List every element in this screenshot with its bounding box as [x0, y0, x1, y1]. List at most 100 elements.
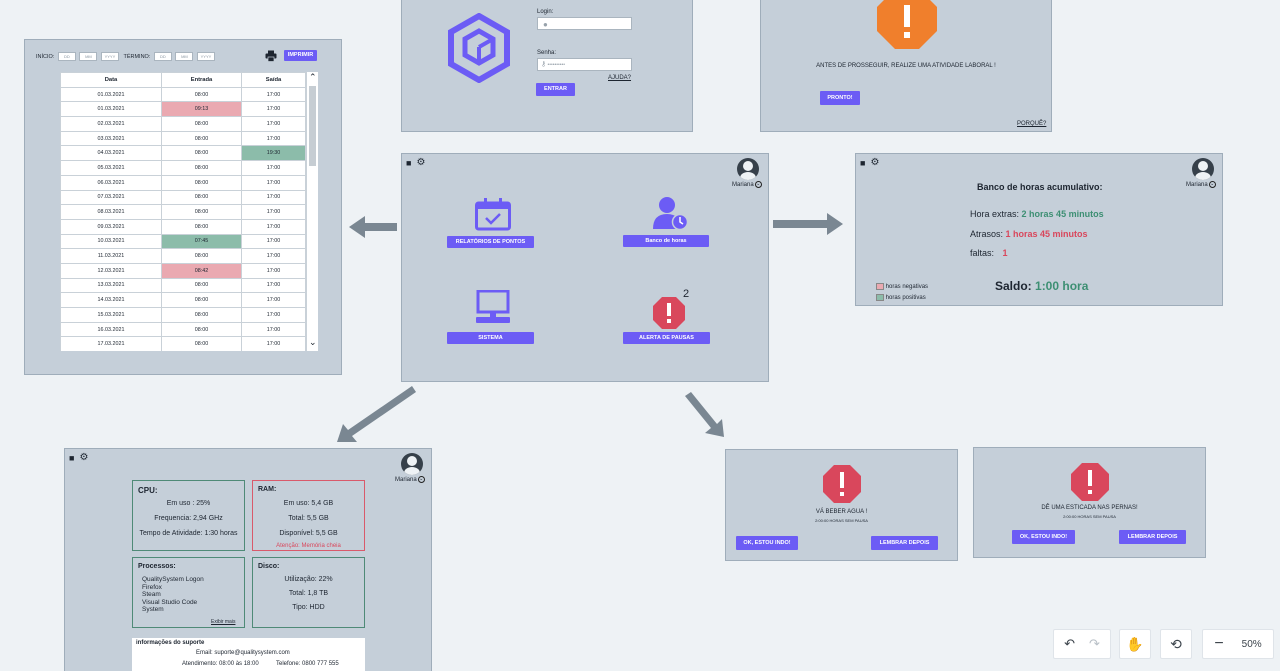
cell-entry: 08:00	[161, 307, 242, 323]
zoom-level[interactable]: 50%	[1241, 638, 1262, 650]
print-button[interactable]: IMPRIMIR	[284, 50, 317, 61]
legend-negative-label: horas negativas	[885, 284, 929, 290]
avatar[interactable]	[401, 453, 423, 475]
avatar[interactable]	[737, 158, 759, 180]
cell-entry: 08:00	[161, 174, 242, 191]
scroll-thumb[interactable]	[309, 86, 316, 166]
processes-title: Processos:	[138, 563, 176, 570]
folder-icon[interactable]: ■	[69, 453, 75, 463]
avatar[interactable]	[1192, 158, 1214, 180]
water-later-button[interactable]: LEMBRAR DEPOIS	[871, 536, 938, 550]
login-field[interactable]: ●	[537, 17, 632, 30]
table-scrollbar[interactable]: ⌃ ⌄	[306, 72, 318, 351]
late-hours-row: Atrasos: 1 horas 45 minutos	[970, 229, 1088, 239]
stretch-later-button[interactable]: LEMBRAR DEPOIS	[1119, 530, 1186, 544]
user-menu[interactable]: Mariana⌄	[395, 476, 425, 483]
login-label: Login:	[537, 9, 554, 15]
chevron-down-icon[interactable]: ⌄	[417, 476, 425, 483]
cpu-title: CPU:	[138, 486, 158, 495]
ready-button[interactable]: PRONTO!	[820, 91, 860, 105]
water-sub: 2:00:00 HORAS SEM PAUSA	[815, 518, 868, 523]
show-more-link[interactable]: Exibir mais	[211, 619, 236, 625]
header-exit: Saída	[241, 72, 306, 88]
start-year-field[interactable]: YYYY	[100, 52, 119, 61]
undo-redo-group: ↶ ↷	[1053, 629, 1111, 659]
user-menu[interactable]: Mariana⌄	[1186, 181, 1216, 188]
printer-icon[interactable]	[265, 50, 277, 62]
support-title: informações do suporte	[136, 640, 205, 646]
chevron-down-icon[interactable]: ⌄	[754, 181, 762, 188]
system-button[interactable]: SISTEMA	[447, 332, 534, 344]
ram-panel: RAM: Em uso: 5,4 GB Total: 5,5 GB Dispon…	[252, 480, 365, 551]
user-menu[interactable]: Mariana⌄	[732, 181, 762, 188]
ram-usage: Em uso: 5,4 GB	[283, 500, 334, 507]
scroll-up-icon[interactable]: ⌃	[309, 72, 317, 82]
start-day-field[interactable]: DD	[57, 52, 76, 61]
gear-icon[interactable]: ⚙	[79, 452, 89, 463]
cell-exit: 17:00	[241, 204, 306, 220]
start-month-field[interactable]: MM	[79, 52, 98, 61]
water-message: VÁ BEBER AGUA !	[815, 509, 868, 515]
cell-exit: 17:00	[241, 130, 306, 147]
late-hours-label: Atrasos:	[970, 229, 1004, 239]
cell-exit: 17:00	[241, 336, 306, 351]
stretch-sub: 2:00:00 HORAS SEM PAUSA	[1063, 514, 1116, 519]
hand-tool-button[interactable]: ✋	[1119, 629, 1151, 659]
gear-icon[interactable]: ⚙	[416, 157, 426, 168]
end-day-field[interactable]: DD	[153, 52, 172, 61]
folder-icon[interactable]: ■	[406, 158, 412, 168]
enter-button[interactable]: ENTRAR	[536, 83, 575, 96]
redo-icon[interactable]: ↷	[1089, 636, 1100, 651]
hours-bank-button[interactable]: Banco de horas	[623, 235, 709, 247]
water-ok-button[interactable]: OK, ESTOU INDO!	[736, 536, 798, 550]
end-month-field[interactable]: MM	[175, 52, 194, 61]
legend-negative: horas negativas	[876, 282, 928, 293]
zoom-out-icon[interactable]: −	[1214, 635, 1224, 652]
legend-positive: horas positivas	[876, 293, 928, 304]
undo-icon[interactable]: ↶	[1064, 636, 1075, 651]
scroll-down-icon[interactable]: ⌄	[309, 337, 317, 347]
folder-icon[interactable]: ■	[860, 158, 866, 168]
reports-button[interactable]: RELATÓRIOS DE PONTOS	[447, 236, 534, 248]
chevron-down-icon[interactable]: ⌄	[1208, 181, 1216, 188]
cell-date: 07.03.2021	[60, 189, 162, 206]
disk-usage: Utilização: 22%	[284, 576, 333, 583]
cell-exit: 17:00	[241, 277, 306, 294]
positive-swatch	[876, 293, 884, 301]
cell-entry: 07:45	[161, 233, 242, 250]
password-label: Senha:	[537, 50, 557, 56]
list-item: Visual Studio Code	[142, 598, 198, 606]
help-link[interactable]: AJUDA?	[608, 75, 632, 81]
end-year-field[interactable]: YYYY	[196, 52, 215, 61]
stretch-ok-button[interactable]: OK, ESTOU INDO!	[1012, 530, 1075, 544]
password-field[interactable]: ⚷ ••••••••••	[537, 58, 632, 71]
cell-date: 02.03.2021	[60, 116, 162, 132]
cell-date: 04.03.2021	[60, 145, 162, 162]
why-link[interactable]: PORQUÊ?	[1017, 121, 1047, 127]
pause-alert-button[interactable]: ALERTA DE PAUSAS	[623, 332, 710, 344]
support-phone: Telefone: 0800 777 555	[276, 661, 339, 667]
gear-icon[interactable]: ⚙	[870, 157, 880, 168]
history-button[interactable]: ⟲	[1160, 629, 1192, 659]
cell-exit: 17:00	[241, 321, 306, 338]
process-list: QualitySystem Logon Firefox Steam Visual…	[142, 576, 204, 614]
cell-entry: 08:00	[161, 160, 242, 176]
